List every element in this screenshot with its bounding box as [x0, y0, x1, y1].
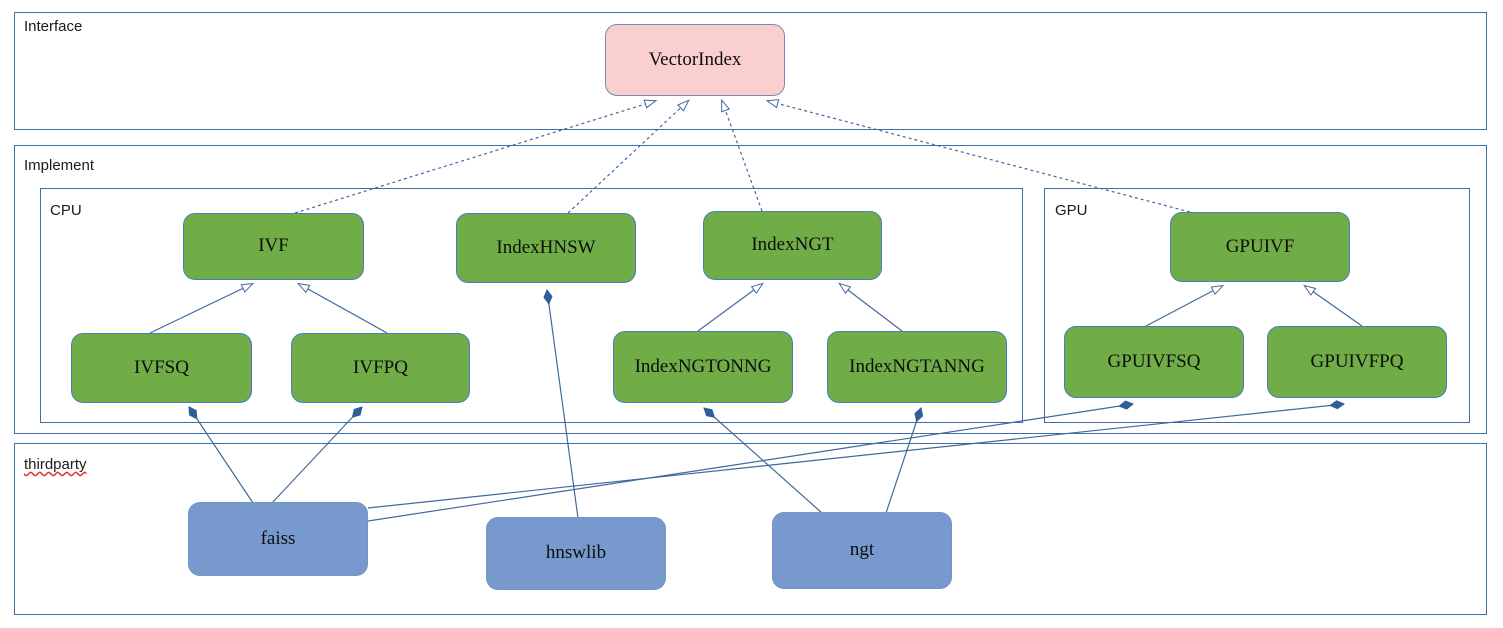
container-label-thirdparty: thirdparty — [24, 456, 87, 473]
container-label-cpu: CPU — [50, 202, 82, 219]
node-vectorindex[interactable]: VectorIndex — [605, 24, 785, 96]
node-indexngt[interactable]: IndexNGT — [703, 211, 882, 280]
node-hnswlib[interactable]: hnswlib — [486, 517, 666, 590]
node-gpuivfsq[interactable]: GPUIVFSQ — [1064, 326, 1244, 398]
node-ivfpq[interactable]: IVFPQ — [291, 333, 470, 403]
node-ivf[interactable]: IVF — [183, 213, 364, 280]
node-gpuivfpq[interactable]: GPUIVFPQ — [1267, 326, 1447, 398]
node-indexngtanng[interactable]: IndexNGTANNG — [827, 331, 1007, 403]
container-label-interface: Interface — [24, 18, 83, 35]
node-indexhnsw[interactable]: IndexHNSW — [456, 213, 636, 283]
container-label-implement: Implement — [24, 157, 95, 174]
node-ngt[interactable]: ngt — [772, 512, 952, 589]
node-indexngtonng[interactable]: IndexNGTONNG — [613, 331, 793, 403]
container-label-gpu: GPU — [1055, 202, 1088, 219]
node-gpuivf[interactable]: GPUIVF — [1170, 212, 1350, 282]
node-faiss[interactable]: faiss — [188, 502, 368, 576]
node-ivfsq[interactable]: IVFSQ — [71, 333, 252, 403]
